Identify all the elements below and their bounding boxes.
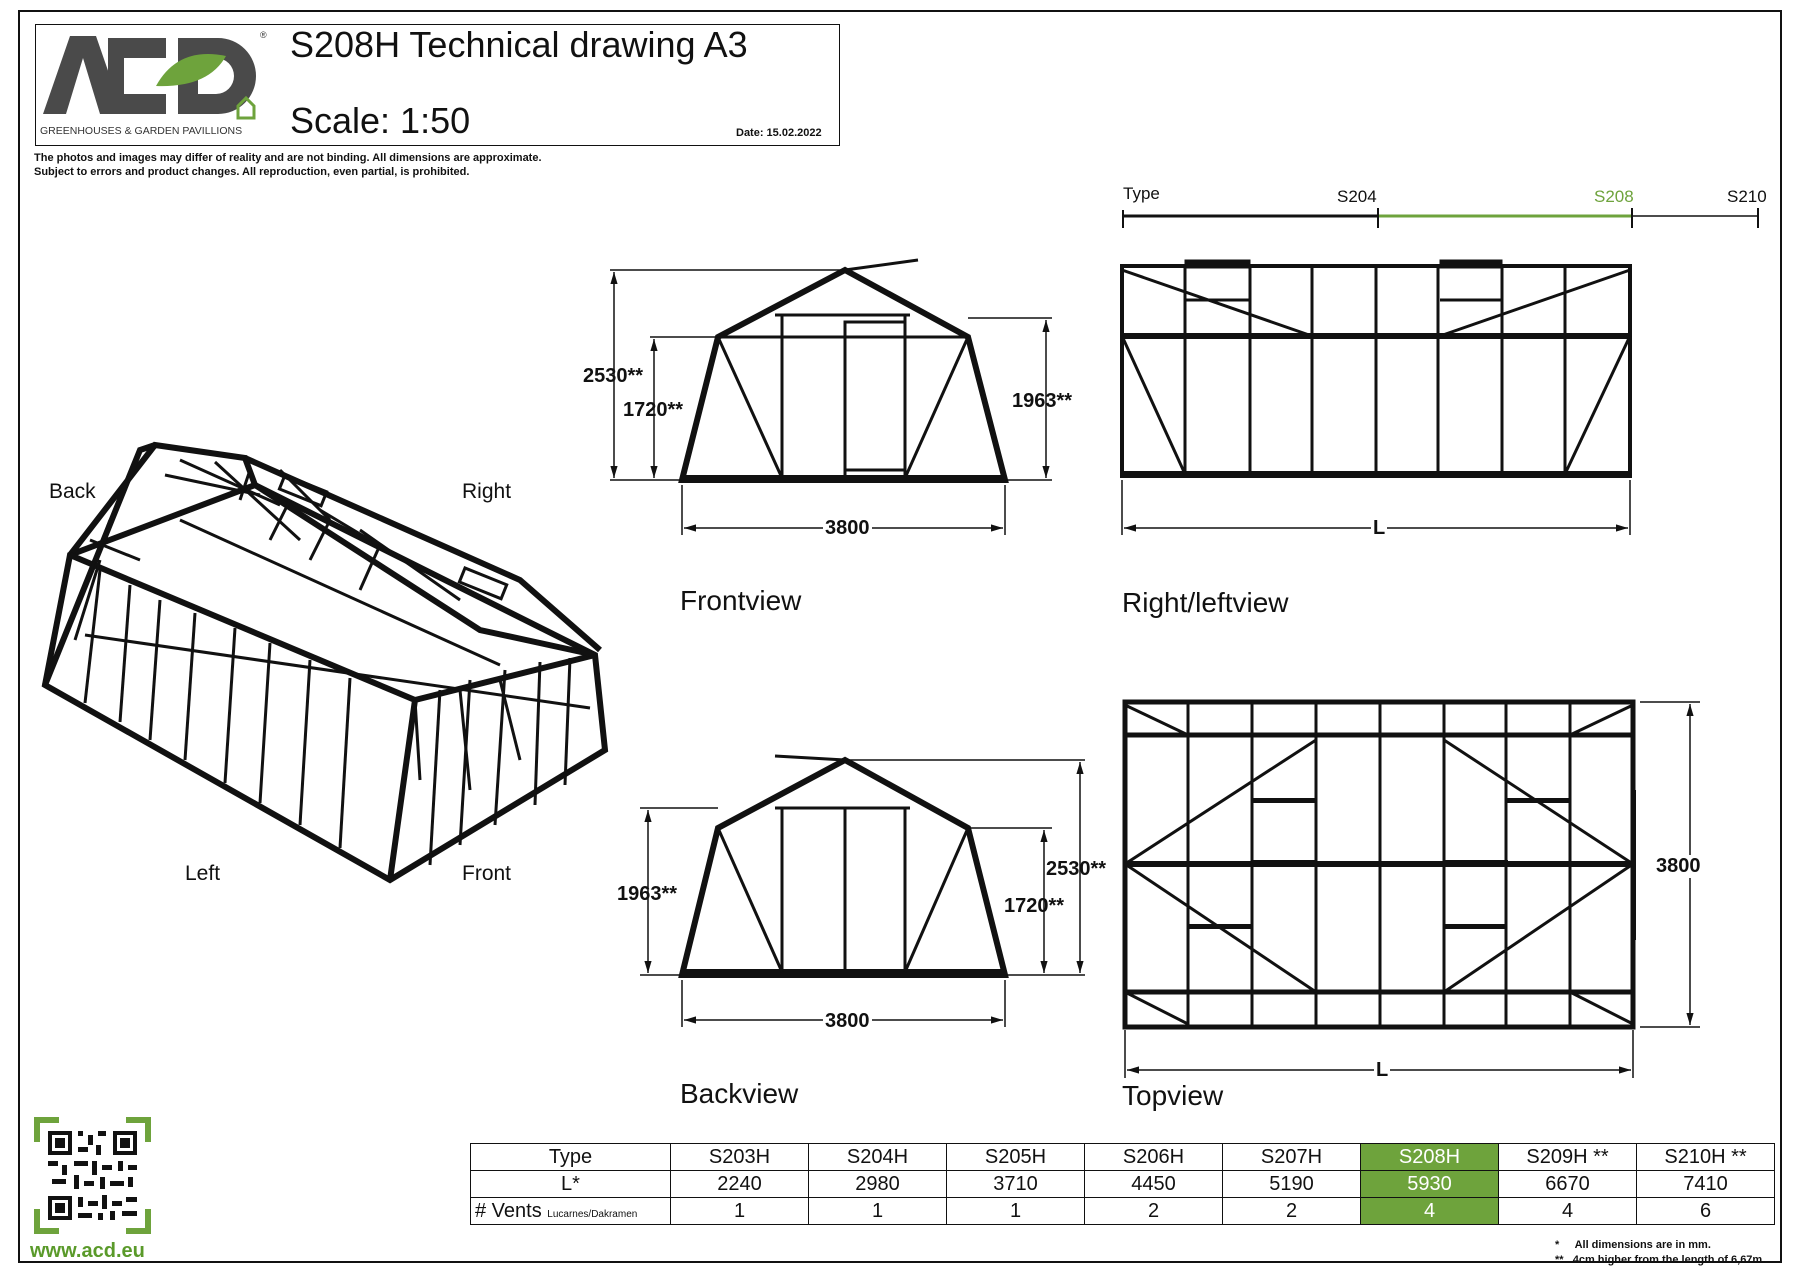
- spec-table: Type S203H S204H S205H S206H S207H S208H…: [470, 1143, 1775, 1225]
- view-label-side: Right/leftview: [1122, 587, 1289, 618]
- note-2: ** 4cm higher from the length of 6,67m.: [1555, 1254, 1766, 1266]
- page-title: S208H Technical drawing A3: [290, 24, 748, 65]
- dimension-lines: [610, 269, 1700, 1078]
- table-notes: * All dimensions are in mm. ** 4cm highe…: [1555, 1238, 1765, 1268]
- typebar-label: Type: [1123, 184, 1160, 203]
- vents-cell: 1: [670, 1197, 809, 1225]
- iso-label-left: Left: [185, 862, 221, 885]
- scale-label: Scale: 1:50: [290, 100, 471, 141]
- dim-top-L: L: [1374, 1059, 1391, 1082]
- vents-cell: 2: [1222, 1197, 1361, 1225]
- dim-front-2530: 2530**: [583, 365, 644, 387]
- vents-cell: 6: [1636, 1197, 1775, 1225]
- dim-front-1963: 1963**: [1012, 390, 1073, 412]
- length-cell: 2240: [670, 1170, 809, 1198]
- length-cell: 2980: [808, 1170, 947, 1198]
- iso-label-front: Front: [462, 862, 512, 885]
- vents-cell: 2: [1084, 1197, 1223, 1225]
- typebar-s208: S208: [1594, 187, 1634, 206]
- top-view: [1122, 699, 1636, 1030]
- type-length-bar: [1122, 208, 1759, 228]
- dim-top-3800: 3800: [1656, 855, 1701, 878]
- dim-back-3800: 3800: [823, 1010, 872, 1033]
- logo-tagline: GREENHOUSES & GARDEN PAVILLIONS: [40, 125, 242, 137]
- vents-label: # Vents: [475, 1199, 542, 1222]
- table-row-type: Type S203H S204H S205H S206H S207H S208H…: [470, 1143, 1775, 1171]
- dim-back-2530: 2530**: [1046, 858, 1107, 880]
- view-label-front: Frontview: [680, 585, 802, 616]
- side-view: [1120, 259, 1632, 478]
- row-head-type: Type: [470, 1143, 671, 1171]
- table-row-length: L* 2240 2980 3710 4450 5190 5930 6670 74…: [470, 1170, 1775, 1198]
- view-label-back: Backview: [680, 1078, 799, 1109]
- vents-cell-highlight: 4: [1360, 1197, 1499, 1225]
- dim-front-3800: 3800: [823, 517, 872, 540]
- type-cell: S204H: [808, 1143, 947, 1171]
- qr-code-icon[interactable]: [34, 1117, 151, 1234]
- type-cell: S205H: [946, 1143, 1085, 1171]
- row-head-length: L*: [470, 1170, 671, 1198]
- vents-cell: 1: [946, 1197, 1085, 1225]
- disclaimer: The photos and images may differ of real…: [34, 151, 542, 179]
- website-link[interactable]: www.acd.eu: [30, 1240, 145, 1262]
- disclaimer-line-2: Subject to errors and product changes. A…: [34, 166, 470, 178]
- iso-label-back: Back: [49, 480, 96, 503]
- back-view: [678, 754, 1009, 978]
- date-label: Date: 15.02.2022: [736, 127, 822, 139]
- length-cell: 6670: [1498, 1170, 1637, 1198]
- length-cell-highlight: 5930: [1360, 1170, 1499, 1198]
- length-cell: 3710: [946, 1170, 1085, 1198]
- row-head-vents: # Vents Lucarnes/Dakramen: [470, 1197, 671, 1225]
- isometric-view: [41, 441, 609, 884]
- disclaimer-line-1: The photos and images may differ of real…: [34, 152, 542, 164]
- iso-label-right: Right: [462, 480, 512, 503]
- title-block: [35, 24, 840, 146]
- length-cell: 4450: [1084, 1170, 1223, 1198]
- dim-back-1963: 1963**: [617, 883, 678, 905]
- typebar-s204: S204: [1337, 187, 1377, 206]
- acd-logo: ® GREENHOUSES & GARDEN PAVILLIONS: [40, 30, 267, 137]
- length-cell: 5190: [1222, 1170, 1361, 1198]
- dim-back-1720: 1720**: [1004, 895, 1065, 917]
- type-cell-highlight: S208H: [1360, 1143, 1499, 1171]
- length-cell: 7410: [1636, 1170, 1775, 1198]
- front-view: [678, 258, 1009, 483]
- type-cell: S207H: [1222, 1143, 1361, 1171]
- vents-cell: 1: [808, 1197, 947, 1225]
- view-label-top: Topview: [1122, 1080, 1224, 1111]
- type-cell: S209H **: [1498, 1143, 1637, 1171]
- typebar-s210: S210: [1727, 187, 1767, 206]
- type-cell: S210H **: [1636, 1143, 1775, 1171]
- dim-front-1720: 1720**: [623, 399, 684, 421]
- dim-side-L: L: [1371, 517, 1388, 540]
- vents-cell: 4: [1498, 1197, 1637, 1225]
- table-row-vents: # Vents Lucarnes/Dakramen 1 1 1 2 2 4 4 …: [470, 1197, 1775, 1225]
- vents-sublabel: Lucarnes/Dakramen: [547, 1208, 638, 1220]
- svg-text:®: ®: [260, 30, 267, 40]
- note-1: * All dimensions are in mm.: [1555, 1239, 1711, 1251]
- type-cell: S203H: [670, 1143, 809, 1171]
- type-cell: S206H: [1084, 1143, 1223, 1171]
- drawing-sheet: [18, 10, 1782, 1263]
